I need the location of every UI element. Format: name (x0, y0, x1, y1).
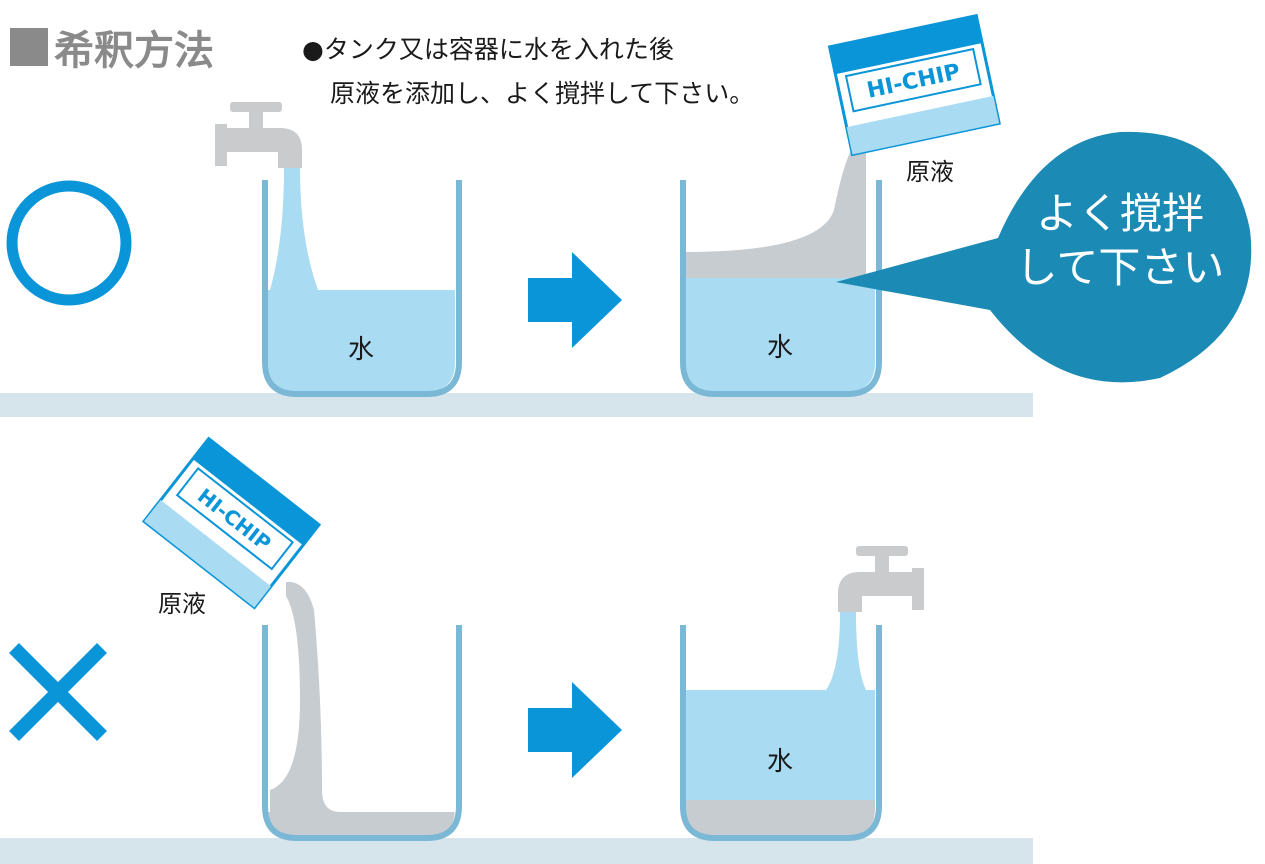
water-label: 水 (767, 747, 793, 777)
water-stream (826, 612, 866, 690)
stir-speech-bubble (836, 131, 1252, 383)
faucet-icon (215, 102, 302, 168)
floor-top (0, 393, 1033, 417)
faucet-icon (838, 546, 924, 612)
tank-2 (680, 180, 882, 397)
instruction-line-1: ●タンク又は容器に水を入れた後 (302, 35, 674, 64)
concentrate-label: 原液 (906, 158, 954, 186)
hi-chip-box-image: HI-CHIP (141, 436, 322, 610)
bubble-text-line-1: よく撹拌 (1036, 189, 1204, 238)
water-label: 水 (767, 333, 793, 363)
title-square (10, 28, 48, 66)
concentrate-label: 原液 (158, 590, 206, 618)
hi-chip-box-image: HI-CHIP (827, 13, 1001, 157)
tank-3 (262, 625, 462, 841)
water-label: 水 (348, 335, 374, 365)
tank-water (268, 290, 455, 392)
correct-circle-icon (6, 180, 132, 306)
concentrate-layer (686, 138, 866, 278)
tank-1 (262, 180, 462, 397)
tank-concentrate (686, 800, 875, 838)
tank-water (686, 278, 875, 392)
instruction-line-2: 原液を添加し、よく撹拌して下さい。 (330, 79, 754, 108)
arrow-right-icon (528, 682, 622, 778)
concentrate-stream (270, 581, 340, 812)
arrow-right-icon (528, 252, 622, 348)
tank-water (686, 690, 875, 800)
water-stream (270, 168, 318, 290)
floor-bottom (0, 838, 1033, 864)
incorrect-cross-icon (9, 643, 107, 741)
tank-concentrate (268, 808, 455, 838)
page-title: 希釈方法 (54, 28, 214, 74)
tank-4 (680, 625, 882, 841)
bubble-text-line-2: して下さい (1016, 243, 1225, 292)
